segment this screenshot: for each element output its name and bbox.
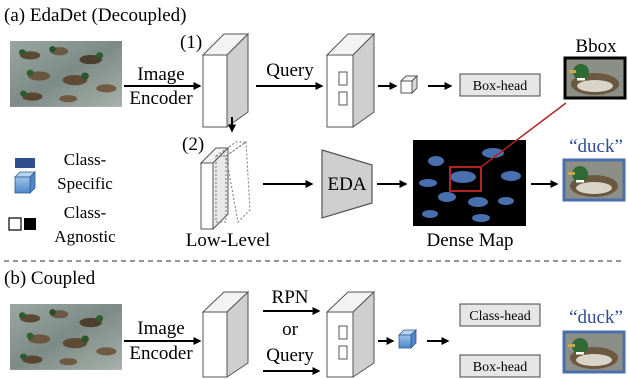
- query-block-b: [325, 290, 376, 378]
- box-head-b: [459, 354, 541, 378]
- class-agnostic-label-1: Class-: [64, 203, 107, 222]
- duck-label-a: “duck”: [569, 136, 623, 157]
- or-label: or: [282, 319, 299, 340]
- duck-class-photo-a: [562, 158, 626, 202]
- box-head-a: [459, 73, 541, 97]
- class-agnostic-swatch-black: [24, 218, 36, 230]
- class-agnostic-label-2: Agnostic: [54, 227, 116, 246]
- class-specific-swatch-flat: [15, 158, 35, 168]
- panel-a-title: (a) EdaDet (Decoupled): [4, 5, 187, 26]
- step-1-label: (1): [180, 32, 202, 53]
- image-encoder-label-b-line1: Image: [137, 318, 184, 339]
- duck-class-photo-b: [562, 330, 626, 374]
- input-photo-a: [10, 41, 122, 107]
- highlight-box: [449, 166, 482, 192]
- image-encoder-label-b-line2: Encoder: [129, 343, 193, 364]
- bbox-duck-photo: [563, 56, 627, 100]
- eda-module: [321, 149, 373, 219]
- input-photo-b: [10, 304, 122, 370]
- eda-label: EDA: [327, 174, 366, 195]
- class-head-b-label: Class-head: [469, 309, 530, 324]
- class-specific-swatch-cube: [14, 171, 36, 194]
- query-label-a: Query: [266, 60, 314, 81]
- encoder-block-b: [201, 290, 250, 378]
- class-agnostic-cube-a: [399, 74, 419, 95]
- legend: Class- Specific Class- Agnostic: [8, 150, 116, 246]
- class-specific-cube-b: [398, 329, 417, 349]
- low-level-label: Low-Level: [186, 230, 270, 251]
- encoder-block-a: [201, 32, 250, 128]
- query-block-a: [325, 32, 376, 128]
- query-label-b: Query: [266, 345, 314, 366]
- class-specific-label-2: Specific: [57, 174, 113, 193]
- step-2-label: (2): [182, 134, 204, 155]
- dense-map-label: Dense Map: [426, 230, 513, 251]
- box-head-a-label: Box-head: [473, 79, 527, 94]
- duck-label-b: “duck”: [569, 307, 623, 328]
- panel-b-title: (b) Coupled: [4, 268, 96, 289]
- highlight-connector: [480, 102, 567, 168]
- bbox-label: Bbox: [575, 36, 617, 57]
- class-agnostic-swatch-white: [8, 217, 22, 231]
- class-specific-label-1: Class-: [64, 150, 107, 169]
- rpn-label: RPN: [272, 287, 309, 308]
- low-level-feature-stack: [199, 141, 251, 231]
- box-head-b-label: Box-head: [473, 360, 527, 375]
- image-encoder-label-a-line2: Encoder: [129, 88, 193, 109]
- class-head-b: [459, 303, 541, 327]
- dense-map: [413, 140, 526, 226]
- image-encoder-label-a-line1: Image: [137, 64, 184, 85]
